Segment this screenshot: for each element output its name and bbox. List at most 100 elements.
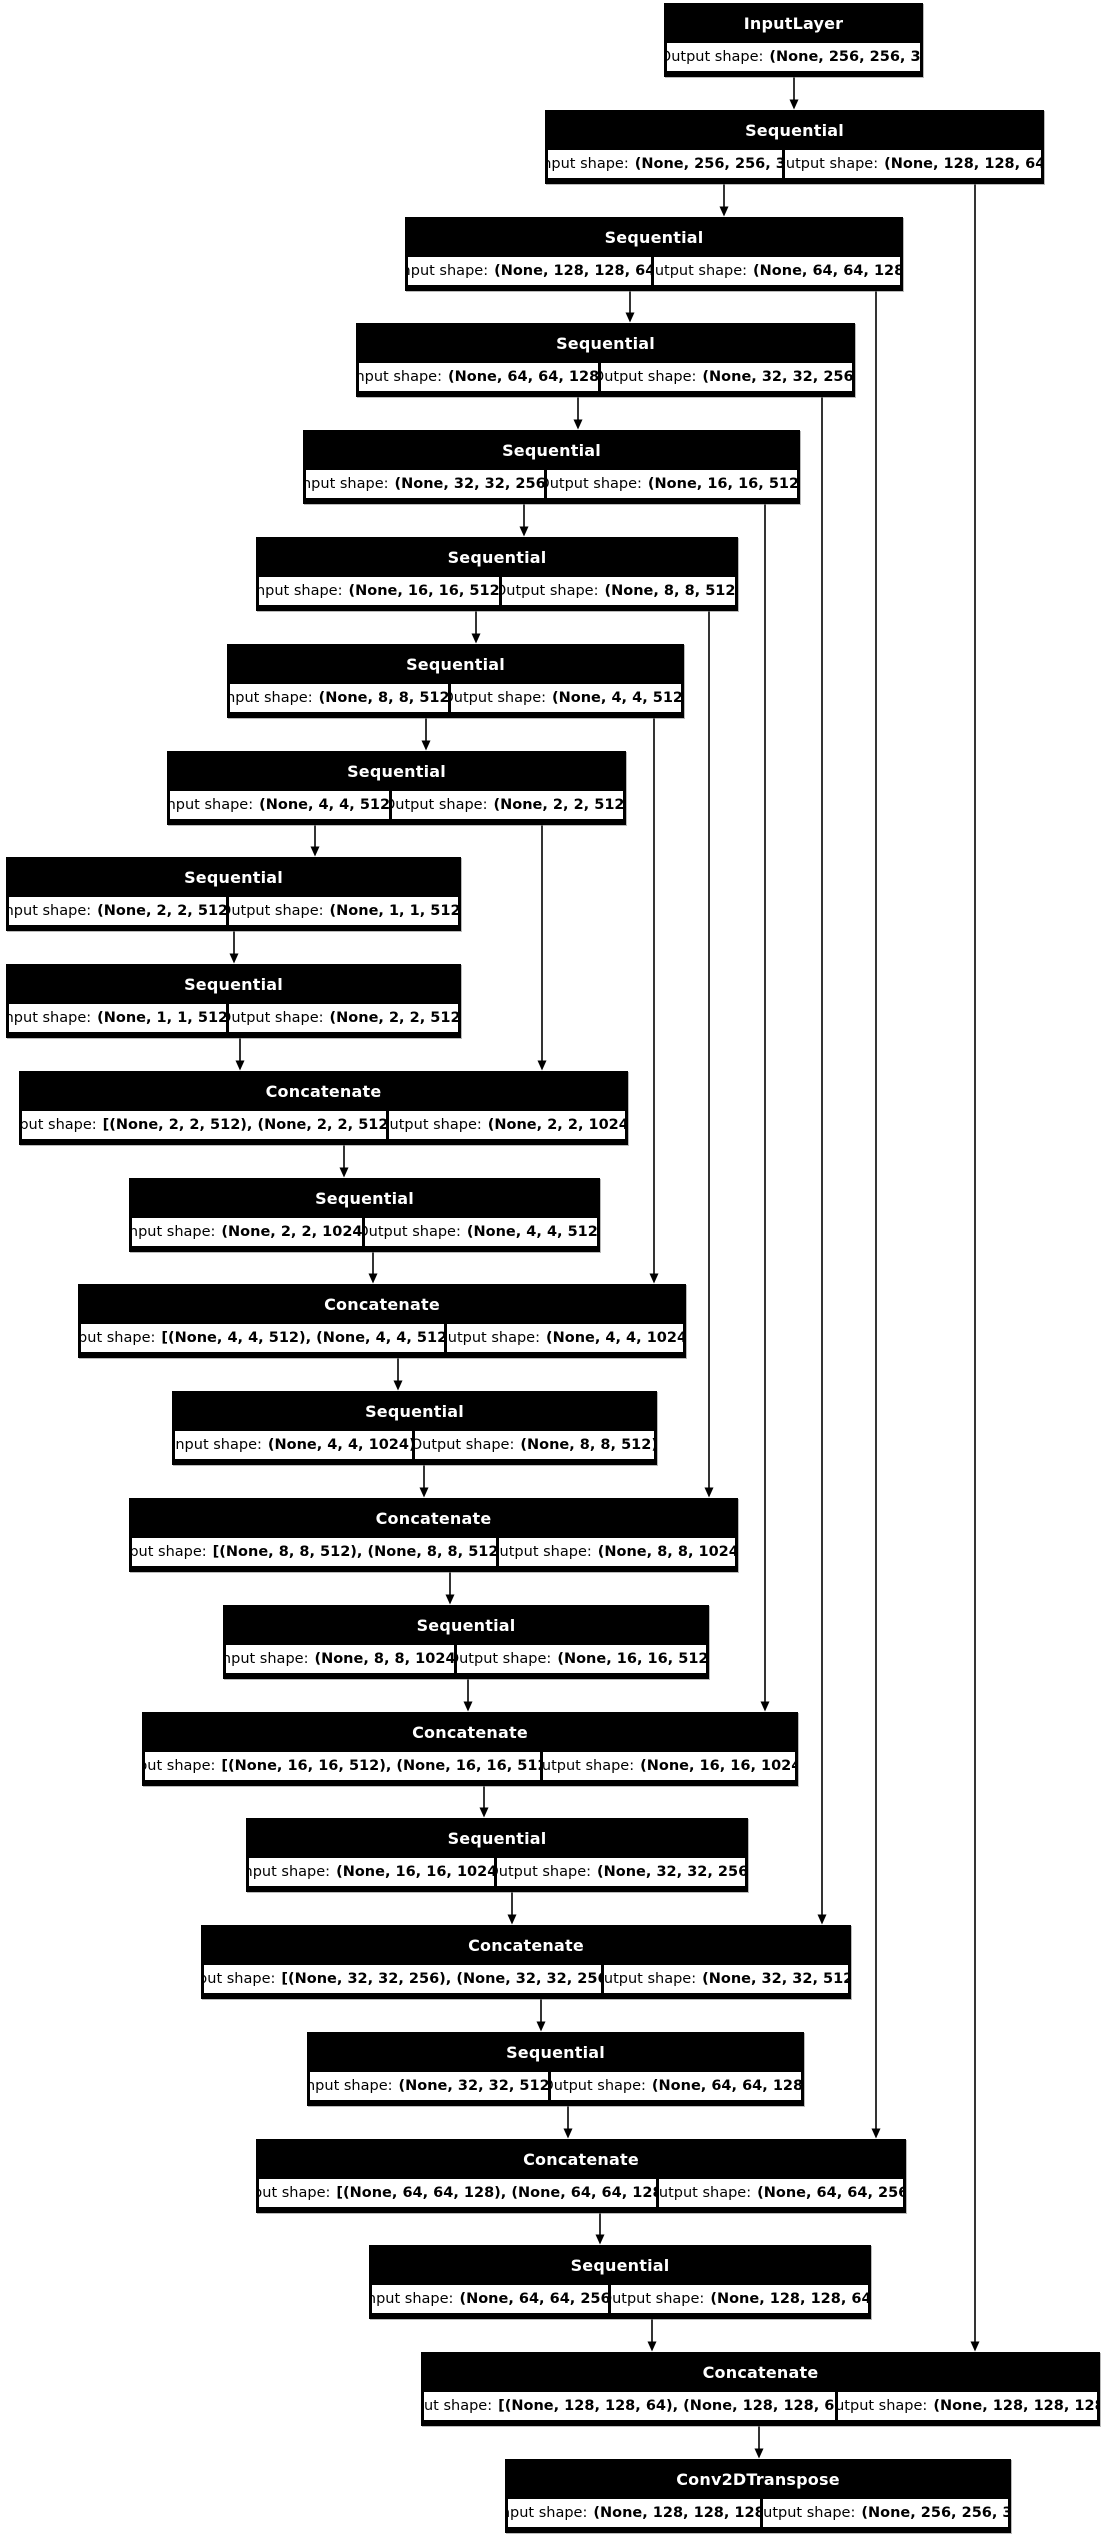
shape-value: (None, 64, 64, 128) — [651, 2078, 801, 2094]
output-shape-cell: Output shape:(None, 256, 256, 3) — [667, 43, 920, 71]
input-shape-cell: Input shape:(None, 8, 8, 512) — [230, 684, 449, 712]
layer-type-label: Concatenate — [702, 2362, 819, 2382]
shape-value: [(None, 4, 4, 512), (None, 4, 4, 512)] — [161, 1330, 445, 1346]
shape-cells-row: Input shape: (None, 256, 256, 3)Output sh… — [545, 150, 1044, 181]
shape-value: (None, 4, 4, 1024) — [267, 1437, 412, 1453]
shape-label: Input shape: — [548, 156, 629, 172]
shape-label: Output shape: — [600, 369, 697, 385]
shape-cells-row: Input shape:(None, 4, 4, 1024)Output sha… — [172, 1431, 657, 1462]
shape-label: Output shape: — [610, 2291, 705, 2307]
shape-label: Output shape: — [838, 2398, 928, 2414]
layer-type-label: Sequential — [447, 1828, 547, 1848]
layer-type-label: Sequential — [315, 1188, 414, 1208]
arrowhead-icon — [595, 2234, 605, 2245]
layer-type-label: Sequential — [365, 1401, 464, 1421]
shape-value: (None, 256, 256, 3) — [634, 156, 783, 172]
shape-value: (None, 1, 1, 512) — [97, 1010, 227, 1026]
arrowhead-icon — [445, 1594, 455, 1605]
shape-label: Input shape: — [204, 1971, 276, 1987]
shape-label: Input shape: — [306, 476, 389, 492]
layer-type-label: Concatenate — [523, 2149, 639, 2169]
layer-node-concatenate-10: ConcatenateInput shape:[(None, 2, 2, 512… — [19, 1071, 628, 1145]
layer-type-label: Concatenate — [375, 1508, 492, 1528]
input-shape-cell: Input shape:[(None, 16, 16, 512), (None,… — [145, 1752, 541, 1780]
shape-value: [(None, 16, 16, 512), (None, 16, 16, 512… — [221, 1758, 541, 1774]
shape-value: (None, 32, 32, 512) — [398, 2078, 549, 2094]
shape-cells-row: Input shape:(None, 8, 8, 1024)Output sha… — [223, 1645, 709, 1676]
shape-label: Output shape: — [447, 1330, 540, 1346]
shape-label: Input shape: — [249, 1864, 331, 1880]
shape-label: Input shape: — [81, 1330, 156, 1346]
shape-value: (None, 2, 2, 1024) — [487, 1117, 625, 1133]
output-shape-cell: Output shape:(None, 8, 8, 512) — [501, 577, 735, 605]
output-shape-cell: Output shape:(None, 4, 4, 512) — [364, 1218, 597, 1246]
shape-cells-row: Input shape:(None, 64, 64, 256)Output sh… — [369, 2285, 871, 2316]
output-shape-cell: Output shape: (None, 128, 128, 128) — [838, 2392, 1097, 2420]
shape-value: (None, 256, 256, 3) — [769, 49, 920, 65]
input-shape-cell: Input shape:[(None, 128, 128, 64), (None… — [424, 2392, 835, 2420]
arrowhead-icon — [339, 1167, 349, 1178]
output-shape-cell: Output shape:(None, 1, 1, 512) — [229, 897, 458, 925]
layer-type-label: Conv2DTranspose — [676, 2469, 840, 2489]
arrowhead-icon — [537, 1060, 547, 1071]
layer-type-label: Sequential — [184, 867, 283, 887]
arrowhead-icon — [754, 2448, 764, 2459]
shape-value: (None, 128, 128, 64) — [494, 263, 652, 279]
shape-label: Input shape: — [170, 797, 254, 813]
shape-cells-row: Input shape:(None, 8, 8, 512)Output shap… — [227, 684, 684, 715]
arrowhead-icon — [647, 2341, 657, 2352]
arrowhead-icon — [563, 2128, 573, 2139]
shape-value: (None, 2, 2, 512) — [97, 903, 227, 919]
shape-label: Output shape: — [785, 156, 879, 172]
arrowhead-icon — [625, 312, 635, 323]
shape-label: Output shape: — [451, 690, 547, 706]
layer-type-label: Sequential — [416, 1615, 516, 1635]
input-shape-cell: Input shape:(None, 2, 2, 1024) — [132, 1218, 362, 1246]
arrowhead-icon — [817, 1914, 827, 1925]
shape-label: Input shape: — [175, 1437, 262, 1453]
output-shape-cell: Output shape:(None, 64, 64, 128) — [654, 257, 900, 285]
shape-value: (None, 64, 64, 128) — [447, 369, 598, 385]
shape-value: (None, 2, 2, 512) — [493, 797, 624, 813]
shape-value: (None, 64, 64, 256) — [459, 2291, 608, 2307]
shape-label: Output shape: — [551, 2078, 646, 2094]
shape-label: Output shape: — [229, 903, 324, 919]
layer-node-concatenate-22: ConcatenateInput shape:[(None, 128, 128,… — [421, 2352, 1100, 2426]
arrowhead-icon — [368, 1273, 378, 1284]
shape-value: (None, 64, 64, 128) — [753, 263, 900, 279]
output-shape-cell: Output shape:(None, 2, 2, 512) — [229, 1004, 458, 1032]
shape-value: (None, 128, 128, 128) — [593, 2505, 760, 2521]
arrowhead-icon — [235, 1060, 245, 1071]
arrowhead-icon — [789, 99, 799, 110]
shape-label: Output shape: — [497, 1864, 592, 1880]
layer-type-label: Sequential — [447, 547, 547, 567]
input-shape-cell: Input shape:(None, 128, 128, 64) — [408, 257, 652, 285]
input-shape-cell: Input shape: (None, 256, 256, 3) — [548, 150, 783, 178]
shape-cells-row: Input shape: [(None, 4, 4, 512), (None, 4… — [78, 1324, 686, 1355]
shape-value: (None, 16, 16, 512) — [647, 476, 797, 492]
input-shape-cell: Input shape:(None, 16, 16, 512) — [259, 577, 499, 605]
shape-value: (None, 32, 32, 256) — [702, 369, 852, 385]
shape-value: (None, 256, 256, 3) — [861, 2505, 1008, 2521]
shape-cells-row: Input shape:(None, 16, 16, 512)Output sh… — [256, 577, 738, 608]
shape-value: (None, 64, 64, 256) — [757, 2185, 903, 2201]
shape-label: Input shape: — [132, 1224, 216, 1240]
input-shape-cell: Input shape:(None, 4, 4, 512) — [170, 791, 389, 819]
shape-value: (None, 8, 8, 1024) — [597, 1544, 735, 1560]
shape-label: Output shape: — [547, 476, 642, 492]
shape-value: [(None, 64, 64, 128), (None, 64, 64, 128… — [336, 2185, 657, 2201]
shape-label: Output shape: — [501, 583, 599, 599]
arrowhead-icon — [310, 846, 320, 857]
shape-value: (None, 128, 128, 128) — [933, 2398, 1097, 2414]
shape-value: (None, 2, 2, 512) — [329, 1010, 458, 1026]
arrowhead-icon — [471, 633, 481, 644]
shape-cells-row: Input shape:(None, 4, 4, 512)Output shap… — [167, 791, 626, 822]
arrowhead-icon — [871, 2128, 881, 2139]
shape-value: [(None, 128, 128, 64), (None, 128, 128, … — [498, 2398, 835, 2414]
shape-label: Input shape: — [230, 690, 313, 706]
shape-value: (None, 32, 32, 256) — [394, 476, 545, 492]
